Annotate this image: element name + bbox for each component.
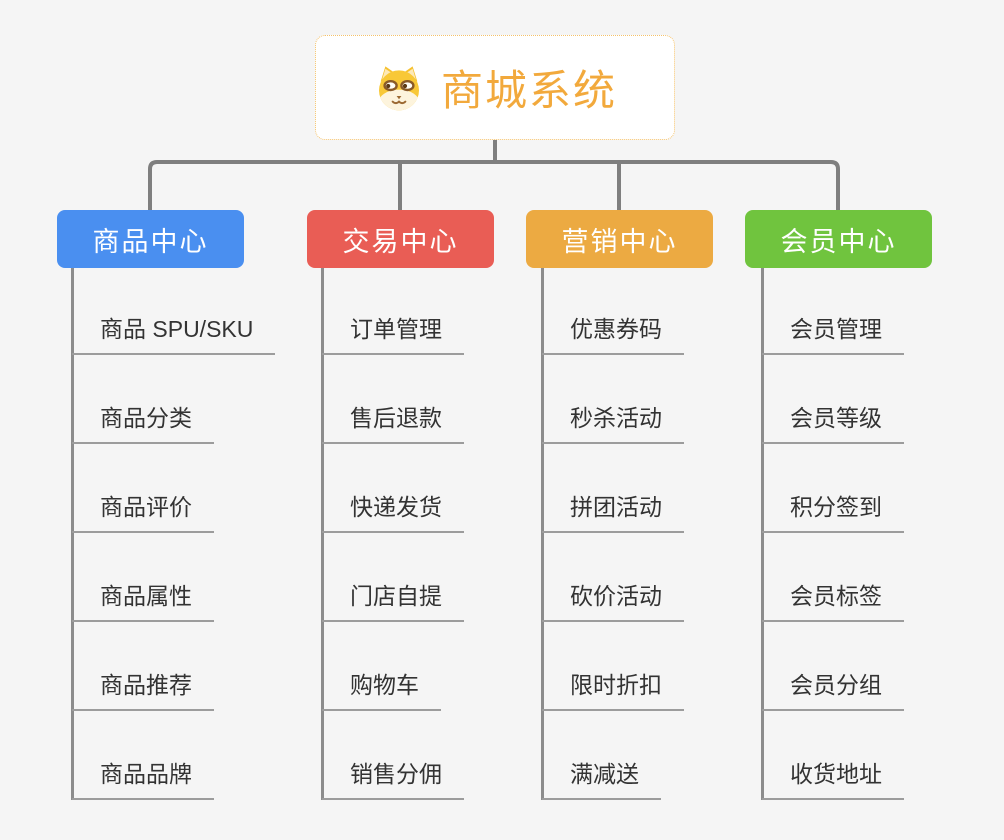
leaf-node[interactable]: 会员标签: [762, 578, 904, 622]
leaf-node[interactable]: 商品品牌: [72, 756, 214, 800]
leaf-node[interactable]: 商品推荐: [72, 667, 214, 711]
branch-header-member-center[interactable]: 会员中心: [745, 210, 932, 268]
leaf-node[interactable]: 满减送: [542, 756, 661, 800]
branch-header-product-center[interactable]: 商品中心: [57, 210, 244, 268]
leaf-node[interactable]: 订单管理: [322, 311, 464, 355]
leaf-node[interactable]: 拼团活动: [542, 489, 684, 533]
leaf-node[interactable]: 商品属性: [72, 578, 214, 622]
leaf-node[interactable]: 积分签到: [762, 489, 904, 533]
branch-spine-trade: [321, 268, 324, 800]
leaf-node[interactable]: 商品评价: [72, 489, 214, 533]
leaf-node[interactable]: 收货地址: [762, 756, 904, 800]
root-node[interactable]: 商城系统: [315, 35, 675, 140]
branch-spine-product: [71, 268, 74, 800]
leaf-node[interactable]: 砍价活动: [542, 578, 684, 622]
leaf-node[interactable]: 快递发货: [322, 489, 464, 533]
leaf-node[interactable]: 会员分组: [762, 667, 904, 711]
leaf-node[interactable]: 限时折扣: [542, 667, 684, 711]
leaf-node[interactable]: 商品 SPU/SKU: [72, 311, 276, 355]
leaf-node[interactable]: 会员管理: [762, 311, 904, 355]
branch-spine-marketing: [541, 268, 544, 800]
leaf-node[interactable]: 购物车: [322, 667, 441, 711]
branch-header-marketing-center[interactable]: 营销中心: [526, 210, 713, 268]
branch-spine-member: [761, 268, 764, 800]
leaf-node[interactable]: 会员等级: [762, 400, 904, 444]
leaf-node[interactable]: 门店自提: [322, 578, 464, 622]
branch-header-trade-center[interactable]: 交易中心: [307, 210, 494, 268]
root-title: 商城系统: [440, 67, 617, 114]
leaf-node[interactable]: 销售分佣: [322, 756, 464, 800]
leaf-node[interactable]: 商品分类: [72, 400, 214, 444]
leaf-node[interactable]: 秒杀活动: [542, 400, 684, 444]
leaf-node[interactable]: 优惠券码: [542, 311, 684, 355]
dog-face-icon: [378, 65, 419, 110]
leaf-node[interactable]: 售后退款: [322, 400, 464, 444]
